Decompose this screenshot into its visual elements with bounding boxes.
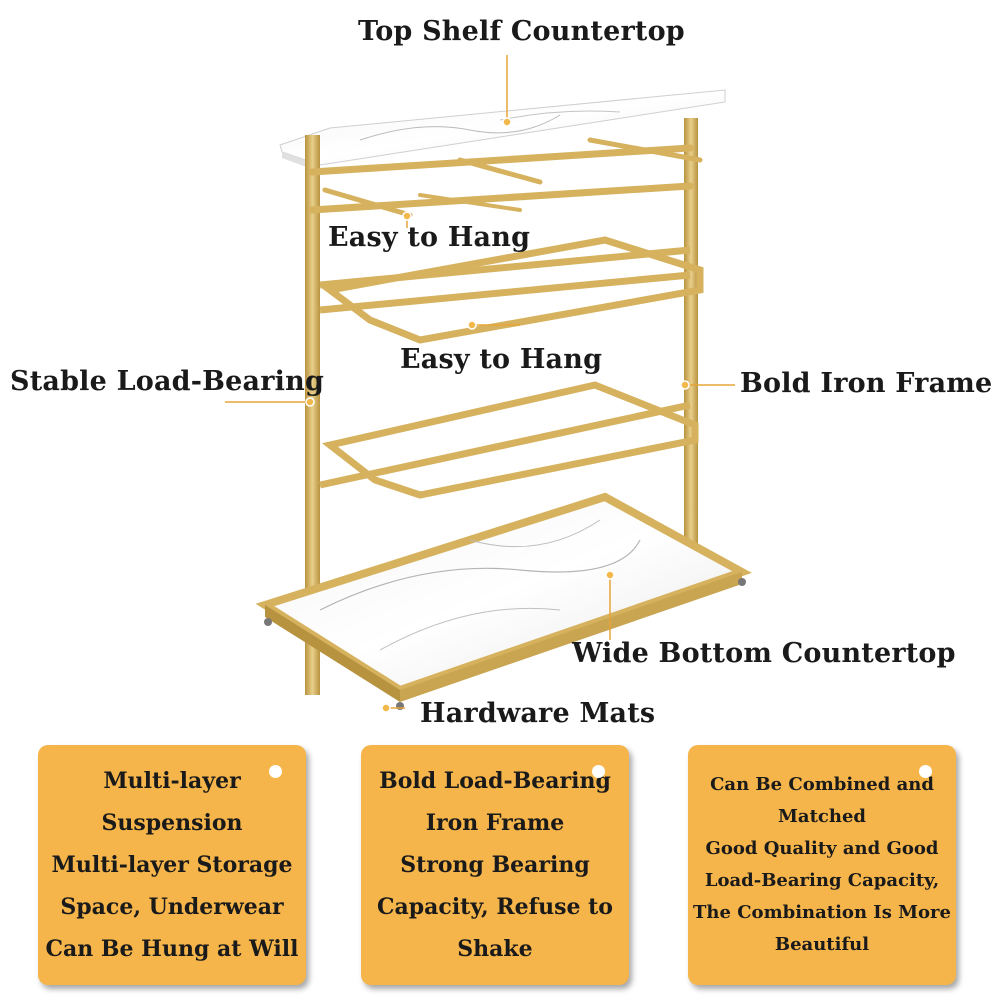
top-shelf bbox=[279, 89, 726, 172]
card-text-line: Strong Bearing bbox=[400, 852, 590, 878]
hanging-frame-2 bbox=[319, 381, 699, 499]
label-easy-to-hang-2: Easy to Hang bbox=[400, 344, 603, 375]
card-dot bbox=[592, 765, 605, 778]
card-text-line: Multi-layer Storage bbox=[51, 852, 293, 878]
card-text-line: Can Be Combined and bbox=[710, 774, 934, 795]
label-wide-bottom-countertop: Wide Bottom Countertop bbox=[572, 638, 956, 669]
card-text-line: Load-Bearing Capacity, bbox=[704, 870, 940, 891]
label-hardware-mats: Hardware Mats bbox=[420, 698, 656, 729]
card-text-line: Suspension bbox=[101, 810, 243, 836]
card-text-line: Bold Load-Bearing bbox=[379, 768, 611, 794]
leader-lines bbox=[225, 55, 735, 709]
card-text-line: Matched bbox=[778, 806, 866, 827]
rack-illustration bbox=[225, 55, 752, 713]
feature-card-combined: Can Be Combined and Matched Good Quality… bbox=[688, 745, 956, 985]
card-text-line: Can Be Hung at Will bbox=[45, 936, 299, 962]
callout-dots bbox=[305, 117, 690, 713]
feature-card-multi-layer: Multi-layer Suspension Multi-layer Stora… bbox=[38, 745, 306, 985]
card-text-line: Iron Frame bbox=[425, 810, 565, 836]
card-text-line: Shake bbox=[457, 936, 533, 962]
card-text-line: Beautiful bbox=[774, 934, 870, 955]
card-text-line: Capacity, Refuse to bbox=[377, 894, 613, 920]
hook-bar bbox=[308, 137, 703, 218]
rack-uprights bbox=[305, 118, 698, 695]
card-dot bbox=[919, 765, 932, 778]
feature-card-bold-load-bearing: Bold Load-Bearing Iron Frame Strong Bear… bbox=[361, 745, 629, 985]
label-top-shelf: Top Shelf Countertop bbox=[358, 16, 685, 47]
card-text-line: Space, Underwear bbox=[60, 894, 284, 920]
bottom-base bbox=[255, 492, 752, 710]
label-bold-iron-frame: Bold Iron Frame bbox=[740, 368, 993, 399]
card-text-line: The Combination Is More bbox=[693, 902, 951, 923]
hanging-frame-1 bbox=[319, 236, 704, 344]
label-easy-to-hang-1: Easy to Hang bbox=[328, 222, 531, 253]
card-dot bbox=[269, 765, 282, 778]
label-stable-load-bearing: Stable Load-Bearing bbox=[10, 366, 325, 397]
card-text-line: Good Quality and Good bbox=[705, 838, 939, 859]
card-text-line: Multi-layer bbox=[103, 768, 241, 794]
